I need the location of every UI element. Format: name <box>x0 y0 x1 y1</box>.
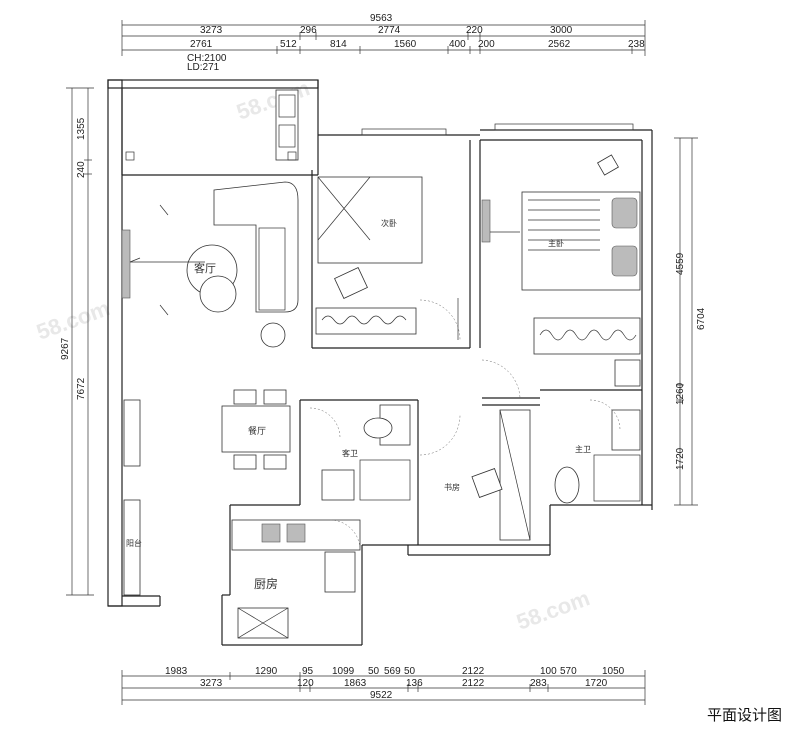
sink <box>324 551 356 593</box>
second-bedroom: 次卧 <box>315 176 459 340</box>
room-label-kitchen: 厨房 <box>254 576 278 591</box>
watermark: 58.com <box>33 295 113 344</box>
dim-label: 569 <box>384 666 401 677</box>
room-label-second-bedroom: 次卧 <box>381 218 397 228</box>
room-label-master-bath: 主卫 <box>575 444 591 454</box>
dim-label: 2562 <box>548 39 571 50</box>
dim-label: 2122 <box>462 666 485 677</box>
dim-label: 2761 <box>190 39 213 50</box>
living-room: 客厅 阳台 <box>121 89 299 596</box>
dining-table <box>221 405 291 453</box>
dim-label: 95 <box>302 666 314 677</box>
bed <box>317 176 423 264</box>
wardrobe <box>315 307 417 335</box>
guest-bathroom: 客卫 <box>321 404 411 501</box>
dim-label: 814 <box>330 39 347 50</box>
dining-area: 餐厅 <box>221 389 291 470</box>
walls <box>107 79 653 646</box>
watermark: 58.com <box>233 75 313 124</box>
door-swings <box>309 299 621 551</box>
dim-bottom-total: 9522 <box>370 690 393 701</box>
dim-label: 1720 <box>585 678 608 689</box>
toilet <box>554 466 580 504</box>
desk-chair <box>334 267 368 299</box>
dim-label: 1983 <box>165 666 188 677</box>
dim-label: 1355 <box>76 117 87 140</box>
dim-label: 1720 <box>675 447 686 470</box>
dim-left-total: 9267 <box>60 337 71 360</box>
study-room: 书房 <box>444 409 531 541</box>
top-dimensions: 9563 3273 296 2774 220 3000 2761 512 814… <box>121 13 646 56</box>
dim-label: 50 <box>368 666 380 677</box>
dim-label: 1290 <box>255 666 278 677</box>
room-label-balcony: 阳台 <box>126 538 142 548</box>
dim-label: 2122 <box>462 678 485 689</box>
tv <box>121 229 131 299</box>
dim-label: 7672 <box>76 377 87 400</box>
ceiling-height-note: CH:2100 <box>187 53 227 64</box>
shoe-cabinet <box>123 499 141 596</box>
room-label-master-bedroom: 主卧 <box>548 238 564 248</box>
dim-label: 1863 <box>344 678 367 689</box>
dim-top-total: 9563 <box>370 13 393 24</box>
ceiling-ld-note: LD:271 <box>187 62 220 73</box>
dim-label: 238 <box>628 39 645 50</box>
bottom-dimensions: 1983 1290 95 1099 50 569 50 2122 100 570… <box>121 666 646 705</box>
dim-label: 2774 <box>378 25 401 36</box>
side-table <box>260 322 286 348</box>
dim-label: 570 <box>560 666 577 677</box>
stove <box>261 523 281 543</box>
study-chair <box>471 468 503 498</box>
dim-label: 512 <box>280 39 297 50</box>
dim-label: 1260 <box>675 382 686 405</box>
room-label-living: 客厅 <box>194 261 216 275</box>
kitchen: 厨房 <box>231 519 361 639</box>
left-dimensions: 9267 1355 240 7672 <box>60 87 94 596</box>
dim-label: 3000 <box>550 25 573 36</box>
dim-label: 240 <box>76 161 87 178</box>
watermark: 58.com <box>513 585 593 634</box>
dim-label: 200 <box>478 39 495 50</box>
master-bedroom: 主卧 <box>481 154 641 387</box>
dim-label: 220 <box>466 25 483 36</box>
toilet <box>363 417 393 439</box>
dim-label: 1560 <box>394 39 417 50</box>
dim-label: 400 <box>449 39 466 50</box>
room-label-guest-bath: 客卫 <box>342 448 358 458</box>
dim-label: 283 <box>530 678 547 689</box>
dim-label: 3273 <box>200 678 223 689</box>
dim-label: 120 <box>297 678 314 689</box>
tv <box>481 199 491 243</box>
dim-label: 100 <box>540 666 557 677</box>
room-label-dining: 餐厅 <box>248 425 266 437</box>
sofa <box>213 181 299 313</box>
master-bathroom: 主卫 <box>554 409 641 504</box>
dim-label: 1099 <box>332 666 355 677</box>
dim-label: 50 <box>404 666 416 677</box>
dim-label: 4559 <box>675 252 686 275</box>
dim-label: 3273 <box>200 25 223 36</box>
dim-label: 1050 <box>602 666 625 677</box>
cabinet <box>123 399 141 467</box>
room-label-study: 书房 <box>444 482 460 492</box>
right-dimensions: 4559 1260 1720 6704 <box>674 137 707 506</box>
dim-label: 136 <box>406 678 423 689</box>
dim-right-total: 6704 <box>696 307 707 330</box>
dim-label: 296 <box>300 25 317 36</box>
drawing-caption: 平面设计图 <box>706 706 782 724</box>
